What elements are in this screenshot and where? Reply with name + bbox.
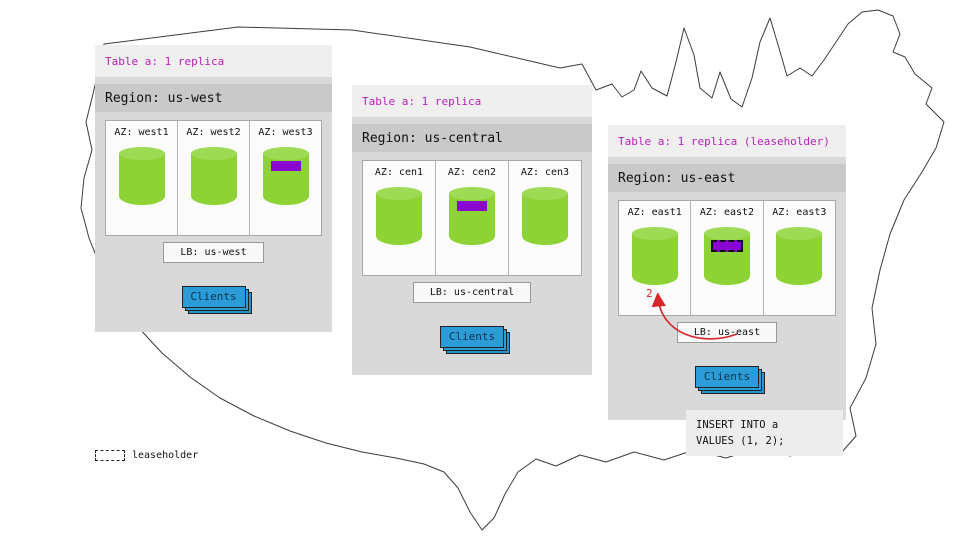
region-panel-us-east: Table a: 1 replica (leaseholder) Region:… xyxy=(608,125,846,420)
database-cylinder xyxy=(118,147,165,205)
az-cell: AZ: west3 xyxy=(249,121,321,235)
az-box: AZ: cen1 AZ: cen2 AZ: cen3 xyxy=(362,160,582,276)
az-label: AZ: cen2 xyxy=(447,167,497,178)
load-balancer: LB: us-west xyxy=(163,242,264,263)
az-label: AZ: east3 xyxy=(772,207,827,218)
az-label: AZ: west2 xyxy=(186,127,241,138)
database-cylinder xyxy=(522,187,568,245)
database-cylinder xyxy=(190,147,237,205)
sql-line: VALUES (1, 2); xyxy=(696,435,785,448)
table-replica-header: Table a: 1 replica xyxy=(95,45,332,77)
cylinder-top xyxy=(776,227,823,240)
sql-statement: INSERT INTO a VALUES (1, 2); xyxy=(686,410,843,456)
cylinder-body xyxy=(776,233,823,285)
clients-button: Clients xyxy=(695,366,759,388)
region-title: Region: us-west xyxy=(95,84,332,112)
leaseholder-swatch xyxy=(95,450,125,461)
az-cell: AZ: west2 xyxy=(177,121,249,235)
clients-button: Clients xyxy=(440,326,504,348)
database-cylinder xyxy=(631,227,678,285)
cylinder-top xyxy=(703,227,750,240)
az-label: AZ: east1 xyxy=(627,207,682,218)
load-balancer: LB: us-central xyxy=(412,282,532,303)
cylinder-body xyxy=(631,233,678,285)
cylinder-top xyxy=(262,147,309,160)
legend: leaseholder xyxy=(95,450,198,461)
cylinder-top xyxy=(449,187,495,200)
database-cylinder xyxy=(703,227,750,285)
cylinder-body xyxy=(522,193,568,245)
replica-marker xyxy=(270,161,301,171)
az-cell: AZ: cen3 xyxy=(508,161,581,275)
cylinder-body xyxy=(376,193,422,245)
clients-button: Clients xyxy=(181,286,246,308)
load-balancer: LB: us-east xyxy=(676,322,778,343)
az-label: AZ: west3 xyxy=(258,127,313,138)
az-box: AZ: east1 AZ: east2 AZ: east3 xyxy=(618,200,836,316)
cylinder-top xyxy=(522,187,568,200)
az-cell: AZ: east1 xyxy=(619,201,690,315)
az-box: AZ: west1 AZ: west2 AZ: west3 xyxy=(105,120,322,236)
cylinder-body xyxy=(118,153,165,205)
table-replica-label: Table a: 1 replica xyxy=(362,94,482,108)
az-cell: AZ: east2 xyxy=(690,201,762,315)
leaseholder-replica-marker xyxy=(710,240,743,252)
table-replica-label: Table a: 1 replica xyxy=(105,54,225,68)
database-cylinder xyxy=(376,187,422,245)
database-cylinder xyxy=(776,227,823,285)
az-cell: AZ: east3 xyxy=(762,201,835,315)
cylinder-top xyxy=(190,147,237,160)
cylinder-top xyxy=(376,187,422,200)
region-title: Region: us-east xyxy=(608,164,846,192)
az-cell: AZ: west1 xyxy=(106,121,177,235)
database-cylinder xyxy=(449,187,495,245)
az-cell: AZ: cen1 xyxy=(363,161,435,275)
table-replica-label: Table a: 1 replica (leaseholder) xyxy=(618,134,830,148)
az-label: AZ: east2 xyxy=(699,207,755,218)
replica-marker xyxy=(457,201,487,211)
region-panel-us-central: Table a: 1 replica Region: us-central AZ… xyxy=(352,85,592,375)
cylinder-top xyxy=(631,227,678,240)
legend-label: leaseholder xyxy=(132,450,199,461)
az-label: AZ: west1 xyxy=(114,127,169,138)
az-label: AZ: cen3 xyxy=(520,167,570,178)
cylinder-top xyxy=(118,147,165,160)
database-cylinder xyxy=(262,147,309,205)
sql-line: INSERT INTO a xyxy=(696,419,779,431)
arrow-value-label: 2 xyxy=(646,287,653,300)
cylinder-body xyxy=(190,153,237,205)
table-replica-header: Table a: 1 replica xyxy=(352,85,592,117)
table-replica-header: Table a: 1 replica (leaseholder) xyxy=(608,125,846,157)
az-label: AZ: cen1 xyxy=(374,167,424,178)
az-cell: AZ: cen2 xyxy=(435,161,508,275)
region-title: Region: us-central xyxy=(352,124,592,152)
region-panel-us-west: Table a: 1 replica Region: us-west AZ: w… xyxy=(95,45,332,332)
